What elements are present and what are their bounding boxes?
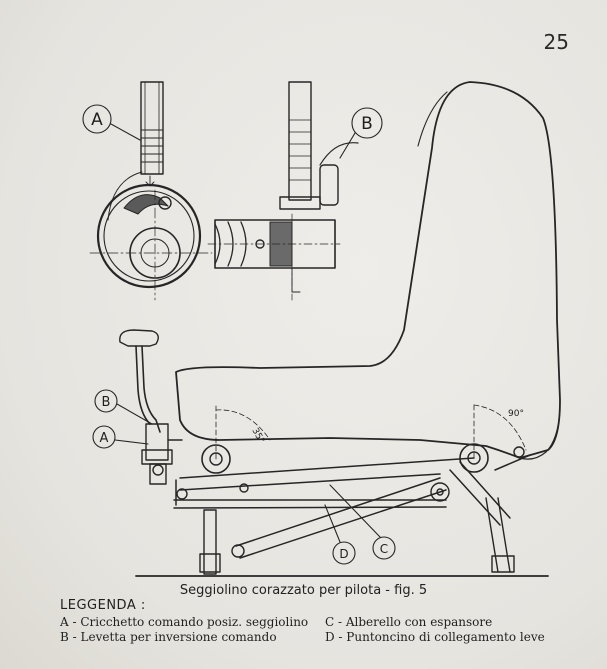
callouts <box>82 104 396 565</box>
support-legs <box>135 497 549 577</box>
control-lever <box>119 329 183 485</box>
callout-b-top-label: B <box>361 114 373 134</box>
linkage-bars <box>173 454 531 559</box>
angle-label-seat: 90° <box>508 409 524 419</box>
page-number: 25 <box>543 30 569 54</box>
legend-item-a-text: A - Cricchetto comando posiz. seggiolino <box>60 615 309 629</box>
callout-c <box>372 536 396 560</box>
figure-caption: Seggiolino corazzato per pilota - fig. 5 <box>179 583 428 598</box>
legend-item-b-text: B - Levetta per inversione comando <box>60 630 277 644</box>
legend-title: LEGGENDA : <box>60 598 146 613</box>
callout-a-lever-label: A <box>100 431 109 446</box>
callout-d <box>332 541 356 565</box>
legend-item-d-text: D - Puntoncino di collegamento leve <box>325 630 545 644</box>
dimension-arcs <box>215 401 527 460</box>
seat-shell <box>175 81 561 460</box>
callout-b-lever-label: B <box>102 395 111 410</box>
callout-a-lever <box>92 425 116 449</box>
legend-item-a: A - Cricchetto comando posiz. seggiolino <box>60 615 308 629</box>
detail-b-shaft-section <box>207 81 359 301</box>
ratchet-pawl <box>123 194 169 215</box>
callout-d-label: D <box>339 547 348 561</box>
legend-item-c-text: C - Alberello con espansore <box>325 615 493 629</box>
legend-item-d: D - Puntoncino di collegamento leve <box>325 630 545 644</box>
callout-a-top <box>82 104 112 134</box>
detail-a-ratchet-section <box>89 81 213 301</box>
legend-item-c: C - Alberello con espansore <box>325 615 492 629</box>
callout-a-top-label: A <box>91 110 103 130</box>
callout-c-label: C <box>380 542 388 556</box>
callout-b-top <box>351 107 383 139</box>
angle-label-left: 35° <box>249 427 266 446</box>
callout-b-lever <box>94 389 118 413</box>
legend-item-b: B - Levetta per inversione comando <box>60 630 277 644</box>
